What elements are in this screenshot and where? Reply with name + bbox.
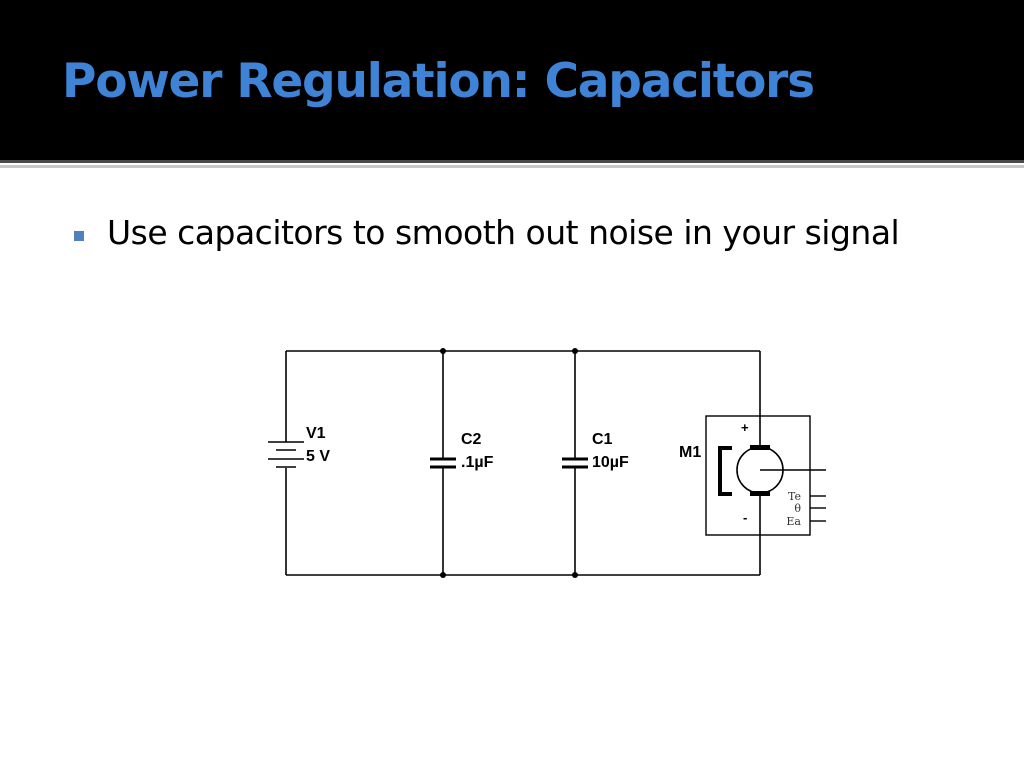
capacitor-c2: C2 .1µF: [430, 431, 494, 471]
capacitor-c1: C1 10µF: [562, 431, 629, 471]
battery-icon: [268, 441, 304, 468]
motor-block-outline: [705, 415, 811, 536]
title-divider: [0, 160, 1024, 163]
bullet-text: Use capacitors to smooth out noise in yo…: [107, 213, 900, 252]
motor-pin-theta: θ: [794, 502, 801, 515]
slide-title: Power Regulation: Capacitors: [62, 54, 815, 109]
motor-pin-te: Te: [788, 490, 801, 503]
title-divider-highlight: [0, 165, 1024, 168]
battery-v1: V1 5 V: [268, 425, 330, 468]
battery-value-label: 5 V: [306, 448, 330, 465]
capacitor-icon: [430, 457, 456, 469]
title-bar: Power Regulation: Capacitors: [0, 0, 1024, 160]
junction-dot: [572, 348, 578, 354]
junction-dot: [572, 572, 578, 578]
c1-value-label: 10µF: [592, 454, 629, 471]
motor-icon: [718, 445, 826, 496]
motor-plus-label: +: [741, 420, 749, 435]
battery-name-label: V1: [306, 425, 326, 442]
wires: [285, 350, 761, 576]
junctions: [440, 348, 578, 578]
motor-pin-ea: Ea: [786, 515, 801, 528]
junction-dot: [440, 572, 446, 578]
motor-minus-label: -: [743, 510, 747, 525]
junction-dot: [440, 348, 446, 354]
c2-name-label: C2: [461, 431, 482, 448]
c1-name-label: C1: [592, 431, 613, 448]
capacitor-icon: [562, 457, 588, 469]
c2-value-label: .1µF: [461, 454, 494, 471]
square-bullet-icon: [74, 231, 84, 241]
motor-output-pins: [810, 495, 826, 522]
motor-name-label: M1: [679, 444, 701, 461]
motor-m1: M1 + - Te θ Ea: [679, 415, 826, 536]
